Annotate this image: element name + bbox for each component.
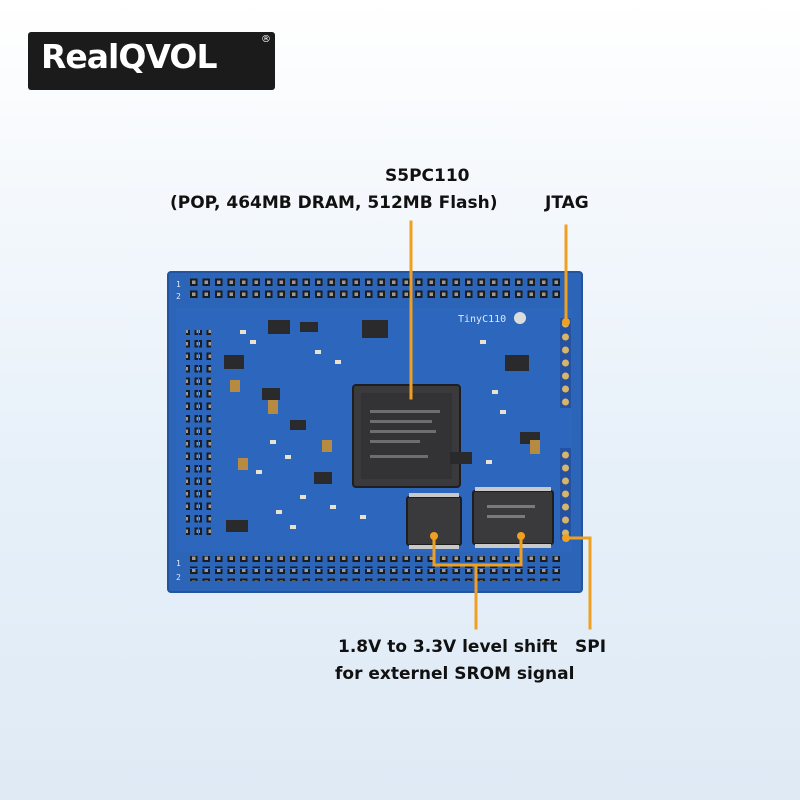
left-header-col-1	[186, 330, 198, 540]
spi-label: SPI	[575, 637, 607, 657]
jtag-label: JTAG	[545, 193, 589, 213]
level-shift-label-line1: 1.8V to 3.3V level shift	[338, 637, 558, 657]
board-silkscreen: TinyC110	[458, 314, 506, 325]
registered-mark: ®	[261, 34, 271, 45]
brand-logo: RealQVOL ®	[28, 32, 275, 90]
spi-header	[560, 448, 571, 540]
svg-text:1: 1	[176, 559, 181, 568]
svg-text:2: 2	[176, 292, 181, 301]
top-header-row-1	[186, 276, 564, 288]
callout-lines	[409, 220, 592, 630]
soc-name-label: S5PC110	[385, 166, 470, 186]
svg-text:1: 1	[176, 280, 181, 289]
level-shift-label-line2: for externel SROM signal	[335, 664, 575, 684]
small-chip	[268, 320, 290, 334]
brand-logo-text: RealQVOL	[41, 37, 217, 76]
svg-text:2: 2	[176, 573, 181, 582]
bottom-header-row-2	[186, 569, 564, 581]
top-header-row-2	[186, 289, 564, 301]
jtag-header	[560, 318, 571, 408]
left-header-col-2	[199, 330, 211, 540]
soc-details-label: (POP, 464MB DRAM, 512MB Flash)	[170, 193, 498, 213]
